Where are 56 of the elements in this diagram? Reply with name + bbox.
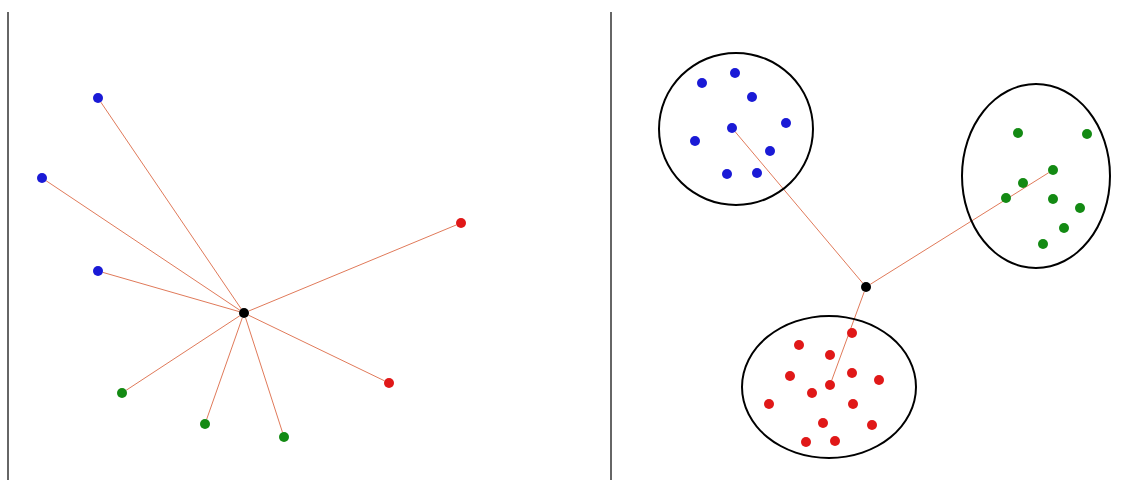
data-point — [1013, 128, 1023, 138]
data-point — [1018, 178, 1028, 188]
connector-line — [245, 317, 283, 433]
data-point — [722, 169, 732, 179]
data-point — [807, 388, 817, 398]
data-point — [93, 93, 103, 103]
data-point — [1082, 129, 1092, 139]
connector-line — [102, 271, 240, 313]
data-point — [861, 282, 871, 292]
data-point — [37, 173, 47, 183]
connector-line — [45, 180, 241, 311]
connector-line — [734, 131, 864, 284]
connector-line — [248, 224, 457, 312]
data-point — [456, 218, 466, 228]
data-point — [1048, 194, 1058, 204]
connector-line — [248, 314, 385, 382]
data-point — [239, 308, 249, 318]
data-point — [818, 418, 828, 428]
data-point — [867, 420, 877, 430]
data-point — [848, 399, 858, 409]
data-point — [730, 68, 740, 78]
data-point — [200, 419, 210, 429]
data-point — [697, 78, 707, 88]
data-point — [752, 168, 762, 178]
cluster-circle — [961, 83, 1111, 269]
connector-line — [206, 317, 243, 420]
data-point — [1001, 193, 1011, 203]
data-point — [825, 380, 835, 390]
cluster-circle — [658, 52, 814, 206]
data-point — [874, 375, 884, 385]
connector-line — [869, 172, 1050, 285]
data-point — [765, 146, 775, 156]
data-point — [727, 123, 737, 133]
data-point — [794, 340, 804, 350]
data-point — [847, 368, 857, 378]
data-point — [747, 92, 757, 102]
data-point — [825, 350, 835, 360]
data-point — [93, 266, 103, 276]
connector-line — [100, 101, 242, 310]
data-point — [384, 378, 394, 388]
data-point — [801, 437, 811, 447]
connector-line — [125, 315, 241, 391]
data-point — [785, 371, 795, 381]
data-point — [847, 328, 857, 338]
data-point — [1038, 239, 1048, 249]
data-point — [690, 136, 700, 146]
data-point — [1075, 203, 1085, 213]
data-point — [1059, 223, 1069, 233]
data-point — [279, 432, 289, 442]
data-point — [117, 388, 127, 398]
connector-line — [831, 291, 865, 381]
cluster-circle — [741, 315, 917, 459]
data-point — [764, 399, 774, 409]
data-point — [830, 436, 840, 446]
data-point — [781, 118, 791, 128]
data-point — [1048, 165, 1058, 175]
